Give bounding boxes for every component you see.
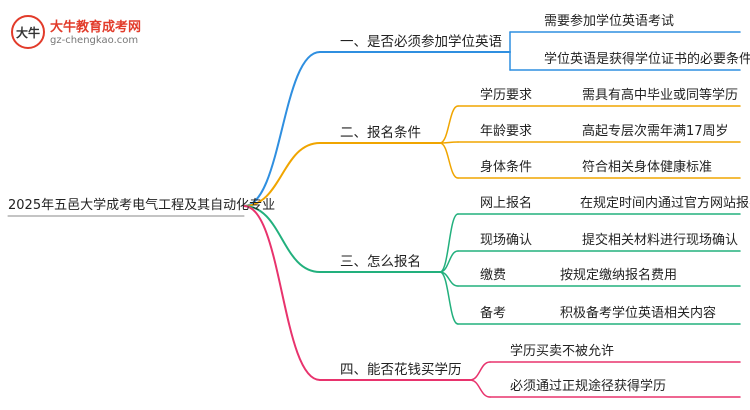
branch-3-child-2-curve	[439, 250, 459, 273]
branch-2-child-1-curve	[439, 105, 459, 144]
branch-3-item-1-detail: 在规定时间内通过官方网站报名	[580, 196, 750, 211]
logo-url: gz-chengkao.com	[50, 35, 139, 46]
branch-2-item-1-detail: 需具有高中毕业或同等学历	[582, 88, 739, 103]
branch-4-child-1-curve	[469, 361, 491, 381]
branch-2-item-2-detail: 高起专层次需年满17周岁	[582, 124, 729, 139]
branch-1-item-1: 需要参加学位英语考试	[544, 14, 675, 29]
logo-mark-text: 大牛	[16, 25, 40, 40]
logo-name: 大牛教育成考网	[50, 20, 142, 35]
branch-3-item-3-label: 缴费	[480, 268, 507, 283]
branch-2-item-1-label: 学历要求	[480, 88, 533, 103]
branch-2-child-3-curve	[439, 142, 459, 179]
branch-2-label: 二、报名条件	[340, 125, 421, 141]
branch-4-child-2-curve	[469, 379, 491, 398]
branch-4-item-2: 必须通过正规途径获得学历	[510, 379, 667, 394]
branch-1-item-2: 学位英语是获得学位证书的必要条件	[544, 52, 750, 67]
branch-2-item-3-label: 身体条件	[480, 160, 533, 175]
root-topic: 2025年五邑大学成考电气工程及其自动化专业	[8, 198, 276, 213]
branch-3-label: 三、怎么报名	[340, 254, 421, 270]
branch-1-curve	[243, 51, 321, 207]
branch-3-child-4-curve	[439, 271, 459, 325]
branch-4-item-1: 学历买卖不被允许	[510, 344, 615, 359]
branch-2-item-2-label: 年龄要求	[480, 124, 533, 139]
logo-mark-icon: 大牛	[11, 15, 45, 49]
branch-3-item-2-detail: 提交相关材料进行现场确认	[582, 233, 739, 248]
branch-3-item-4-label: 备考	[480, 306, 507, 321]
branch-3-item-3-detail: 按规定缴纳报名费用	[560, 268, 678, 283]
branch-4-label: 四、能否花钱买学历	[340, 362, 462, 378]
logo: 大牛 大牛教育成考网 gz-chengkao.com	[10, 14, 170, 54]
branch-3-item-1-label: 网上报名	[480, 196, 533, 211]
branch-3-item-4-detail: 积极备考学位英语相关内容	[560, 306, 717, 321]
branch-3-item-2-label: 现场确认	[480, 233, 533, 248]
branch-2-item-3-detail: 符合相关身体健康标准	[582, 160, 713, 175]
branch-2-curve	[243, 142, 321, 207]
branch-1-label: 一、是否必须参加学位英语	[340, 34, 502, 50]
branch-3-curve	[243, 205, 321, 273]
branch-3-child-1-curve	[439, 213, 459, 273]
branch-4-curve	[243, 205, 321, 381]
